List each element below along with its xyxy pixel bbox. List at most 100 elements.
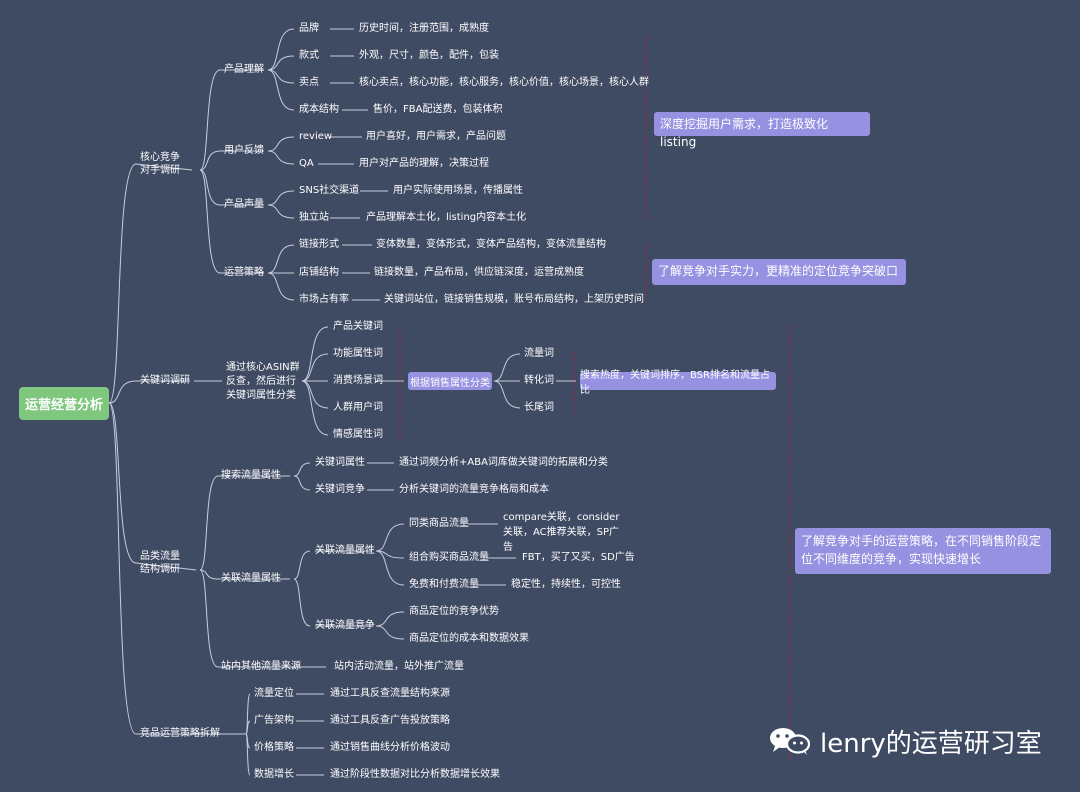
connector bbox=[301, 353, 329, 382]
node-ops[interactable]: 运营策略 bbox=[224, 267, 264, 278]
connector bbox=[375, 550, 405, 586]
leaf-desc[interactable]: 商品定位的成本和数据效果 bbox=[409, 633, 529, 644]
connector bbox=[108, 402, 137, 564]
leaf-label[interactable]: 独立站 bbox=[299, 212, 329, 223]
connector bbox=[493, 380, 521, 409]
leaf-desc[interactable]: 关键词站位，链接销售规模，账号布局结构，上架历史时间 bbox=[384, 294, 644, 305]
summary-callout-3[interactable]: 了解竞争对手的运营策略，在不同销售阶段定位不同维度的竞争，实现快速增长 bbox=[795, 528, 1051, 574]
leaf-desc[interactable]: 分析关键词的流量竞争格局和成本 bbox=[399, 484, 549, 495]
connector bbox=[267, 190, 295, 206]
leaf-label[interactable]: 款式 bbox=[299, 50, 319, 61]
leaf-desc[interactable]: 用户喜好，用户需求，产品问题 bbox=[366, 131, 506, 142]
leaf-label[interactable]: 组合购买商品流量 bbox=[409, 552, 489, 563]
leaf-desc[interactable]: 产品理解本土化，listing内容本土化 bbox=[366, 212, 527, 223]
node-assoc-traffic[interactable]: 关联流量属性 bbox=[221, 573, 281, 584]
leaf-label[interactable]: 价格策略 bbox=[254, 742, 294, 753]
connector bbox=[267, 28, 295, 71]
connector bbox=[199, 150, 221, 171]
node-feedback[interactable]: 用户反馈 bbox=[224, 145, 264, 156]
kw-note-tag[interactable]: 搜索热度，关键词排序，BSR排名和流量占比 bbox=[580, 370, 776, 396]
leaf-label[interactable]: 市场占有率 bbox=[299, 294, 349, 305]
leaf-label[interactable]: 免费和付费流量 bbox=[409, 579, 479, 590]
leaf-label[interactable]: 广告架构 bbox=[254, 715, 294, 726]
connector bbox=[267, 150, 295, 165]
leaf-label[interactable]: 数据增长 bbox=[254, 769, 294, 780]
kw-type[interactable]: 产品关键词 bbox=[333, 321, 383, 332]
leaf-desc[interactable]: 变体数量，变体形式，变体产品结构，变体流量结构 bbox=[376, 239, 606, 250]
kw-type[interactable]: 消费场景词 bbox=[333, 375, 383, 386]
leaf-desc[interactable]: 外观，尺寸，颜色，配件，包装 bbox=[359, 50, 499, 61]
branch-ops-strategy[interactable]: 竞品运营策略拆解 bbox=[140, 728, 220, 739]
leaf-desc[interactable]: 通过销售曲线分析价格波动 bbox=[330, 742, 450, 753]
connector bbox=[293, 578, 311, 627]
connector bbox=[375, 611, 405, 627]
leaf-label[interactable]: 链接形式 bbox=[299, 239, 339, 250]
node-assoc-attr[interactable]: 关联流量属性 bbox=[315, 545, 375, 556]
node-assoc-comp[interactable]: 关联流量竞争 bbox=[315, 620, 375, 631]
leaf-label[interactable]: SNS社交渠道 bbox=[299, 185, 360, 196]
leaf-label[interactable]: 同类商品流量 bbox=[409, 518, 469, 529]
connector bbox=[267, 204, 295, 219]
connector bbox=[267, 272, 295, 301]
connector bbox=[493, 353, 521, 382]
node-voice[interactable]: 产品声量 bbox=[224, 199, 264, 210]
kw-type[interactable]: 人群用户词 bbox=[333, 402, 383, 413]
connector bbox=[199, 69, 221, 171]
kw-type[interactable]: 功能属性词 bbox=[333, 348, 383, 359]
leaf-label[interactable]: 关键词属性 bbox=[315, 457, 365, 468]
sales-word[interactable]: 转化词 bbox=[524, 375, 554, 386]
leaf-desc[interactable]: 链接数量，产品布局，供应链深度，运营成熟度 bbox=[374, 267, 584, 278]
leaf-label[interactable]: 卖点 bbox=[299, 77, 319, 88]
node-kw-method[interactable]: 通过核心ASIN群反查，然后进行关键词属性分类 bbox=[226, 362, 300, 401]
branch-keyword[interactable]: 关键词调研 bbox=[140, 375, 190, 386]
connector bbox=[199, 569, 219, 668]
connector bbox=[301, 326, 329, 382]
leaf-desc[interactable]: 用户对产品的理解，决策过程 bbox=[359, 158, 489, 169]
connector bbox=[293, 475, 311, 491]
leaf-label[interactable]: 店铺结构 bbox=[299, 267, 339, 278]
connector bbox=[267, 136, 295, 152]
leaf-desc[interactable]: compare关联，consider关联，AC推荐关联，SP广告 bbox=[503, 512, 620, 553]
leaf-desc[interactable]: 站内活动流量，站外推广流量 bbox=[334, 661, 464, 672]
connector bbox=[375, 625, 405, 640]
node-search-traffic[interactable]: 搜索流量属性 bbox=[221, 470, 281, 481]
sales-word[interactable]: 流量词 bbox=[524, 348, 554, 359]
leaf-label[interactable]: 成本结构 bbox=[299, 104, 339, 115]
leaf-label[interactable]: QA bbox=[299, 158, 314, 169]
leaf-desc[interactable]: 核心卖点，核心功能，核心服务，核心价值，核心场景，核心人群 bbox=[359, 77, 649, 88]
node-product[interactable]: 产品理解 bbox=[224, 64, 264, 75]
connector bbox=[135, 163, 193, 171]
root-node[interactable]: 运营经营分析 bbox=[19, 387, 109, 420]
sales-attr-tag[interactable]: 根据销售属性分类 bbox=[408, 372, 492, 390]
leaf-desc[interactable]: 通过工具反查流量结构来源 bbox=[330, 688, 450, 699]
leaf-label[interactable]: 品牌 bbox=[299, 23, 319, 34]
leaf-desc[interactable]: 历史时间，注册范围，成熟度 bbox=[359, 23, 489, 34]
wechat-icon bbox=[768, 726, 812, 756]
leaf-desc[interactable]: 通过词频分析+ABA词库做关键词的拓展和分类 bbox=[399, 457, 608, 468]
leaf-desc[interactable]: FBT，买了又买，SD广告 bbox=[522, 552, 635, 563]
branch-category-traffic[interactable]: 品类流量 结构调研 bbox=[140, 551, 180, 575]
summary-callout-2[interactable]: 了解竞争对手实力，更精准的定位竞争突破口 bbox=[652, 259, 906, 285]
watermark: lenry的运营研习室 bbox=[768, 724, 1042, 759]
connector bbox=[293, 462, 311, 477]
connector bbox=[245, 720, 251, 735]
connector bbox=[199, 569, 219, 580]
watermark-text: lenry的运营研习室 bbox=[820, 728, 1042, 759]
leaf-label[interactable]: 流量定位 bbox=[254, 688, 294, 699]
connector bbox=[199, 475, 219, 571]
leaf-desc[interactable]: 通过工具反查广告投放策略 bbox=[330, 715, 450, 726]
leaf-desc[interactable]: 稳定性，持续性，可控性 bbox=[511, 579, 621, 590]
kw-type[interactable]: 情感属性词 bbox=[333, 429, 383, 440]
node-other-traffic[interactable]: 站内其他流量来源 bbox=[221, 661, 301, 672]
sales-word[interactable]: 长尾词 bbox=[524, 402, 554, 413]
summary-callout-1[interactable]: 深度挖掘用户需求，打造极致化listing bbox=[654, 112, 870, 149]
leaf-desc[interactable]: 售价，FBA配送费，包装体积 bbox=[373, 104, 503, 115]
connector bbox=[267, 244, 295, 274]
leaf-desc[interactable]: 通过阶段性数据对比分析数据增长效果 bbox=[330, 769, 500, 780]
leaf-desc[interactable]: 用户实际使用场景，传播属性 bbox=[393, 185, 523, 196]
leaf-label[interactable]: review bbox=[299, 131, 333, 142]
leaf-desc[interactable]: 商品定位的竞争优势 bbox=[409, 606, 499, 617]
branch-core-competitor[interactable]: 核心竞争 对手调研 bbox=[140, 152, 180, 176]
leaf-label[interactable]: 关键词竞争 bbox=[315, 484, 365, 495]
